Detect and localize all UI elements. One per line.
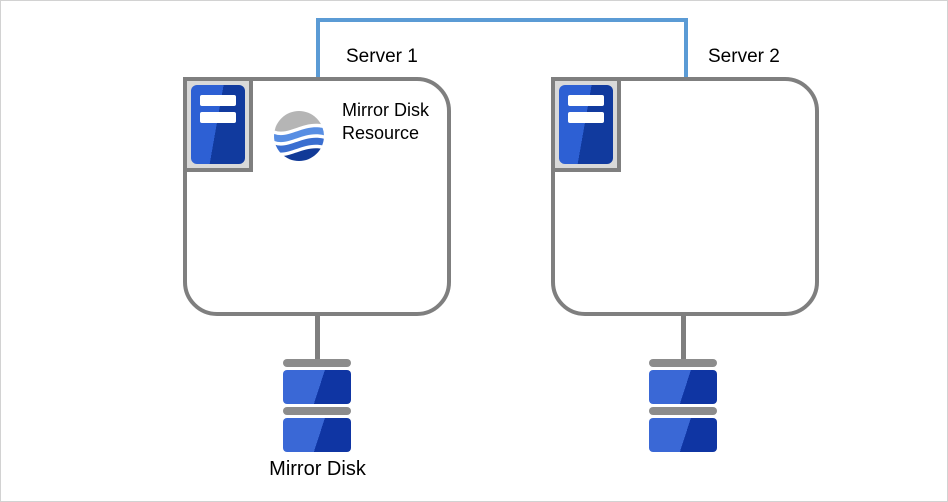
server1-label: Server 1 (346, 46, 418, 67)
disk-connector-line (315, 314, 320, 361)
mirror-disk-resource-icon (274, 111, 324, 161)
interconnect-line-server1 (316, 18, 320, 78)
server1-icon-frame (183, 77, 253, 172)
disk-platter (649, 418, 717, 452)
tower-slot-bar (568, 112, 604, 123)
mirror-disk-resource-label: Mirror Disk Resource (342, 100, 429, 143)
server-tower-icon (191, 85, 245, 164)
disk-platter (649, 370, 717, 404)
server-tower-icon (559, 85, 613, 164)
disk-bar (649, 407, 717, 415)
disk-platter (283, 370, 351, 404)
interconnect-line-server2 (684, 18, 688, 78)
disk-connector-line (681, 314, 686, 361)
tower-slot-bar (568, 95, 604, 106)
server2-label: Server 2 (708, 46, 780, 67)
server2-icon-frame (551, 77, 621, 172)
disk-bar (283, 359, 351, 367)
interconnect-line-horizontal (316, 18, 688, 22)
disk-platter (283, 418, 351, 452)
tower-slot-bar (200, 112, 236, 123)
mirror-disk-icon (649, 359, 717, 452)
tower-slot-bar (200, 95, 236, 106)
disk-bar (283, 407, 351, 415)
mirror-disk-icon (283, 359, 351, 452)
mirror-disk-label: Mirror Disk (269, 458, 366, 480)
disk-bar (649, 359, 717, 367)
